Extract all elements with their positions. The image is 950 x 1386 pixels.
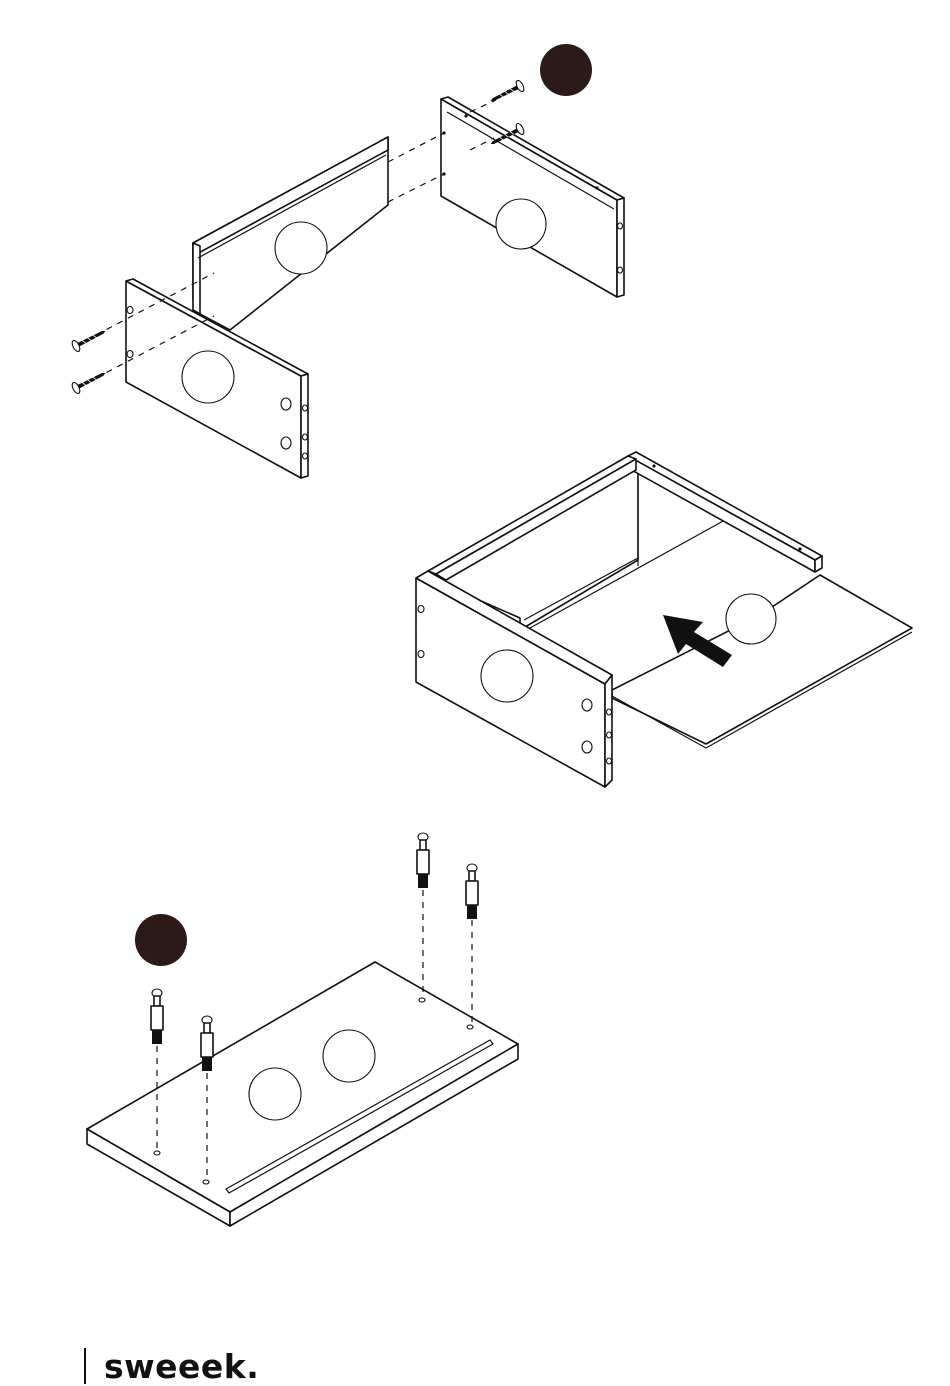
right-panel-cutout <box>496 199 546 249</box>
bottom-board-cutout <box>726 594 776 644</box>
brand-divider <box>84 1348 86 1384</box>
left-panel-cutout <box>182 351 234 403</box>
screw-icon <box>488 79 526 106</box>
step-3-base <box>87 833 518 1226</box>
base-cutout-a <box>323 1030 375 1082</box>
cam-bolt-icon <box>466 864 478 919</box>
right-side-panel <box>441 97 624 297</box>
back-panel-cutout <box>275 222 327 274</box>
screw-icon <box>71 368 109 395</box>
step-badge-bottom <box>135 914 187 966</box>
front-panel-cutout <box>481 650 533 702</box>
brand-name: sweeek. <box>104 1347 259 1386</box>
cam-bolt-icon <box>417 833 429 888</box>
base-cutout-b <box>249 1068 301 1120</box>
screw-icon <box>71 326 109 353</box>
step-badge-top <box>540 44 592 96</box>
back-panel <box>193 137 388 330</box>
cam-bolt-icon <box>201 1016 213 1071</box>
brand-logo: sweeek. <box>84 1346 259 1386</box>
cam-bolt-icon <box>151 989 163 1044</box>
step-2-frame <box>416 452 912 787</box>
step-1-panels <box>71 44 624 478</box>
